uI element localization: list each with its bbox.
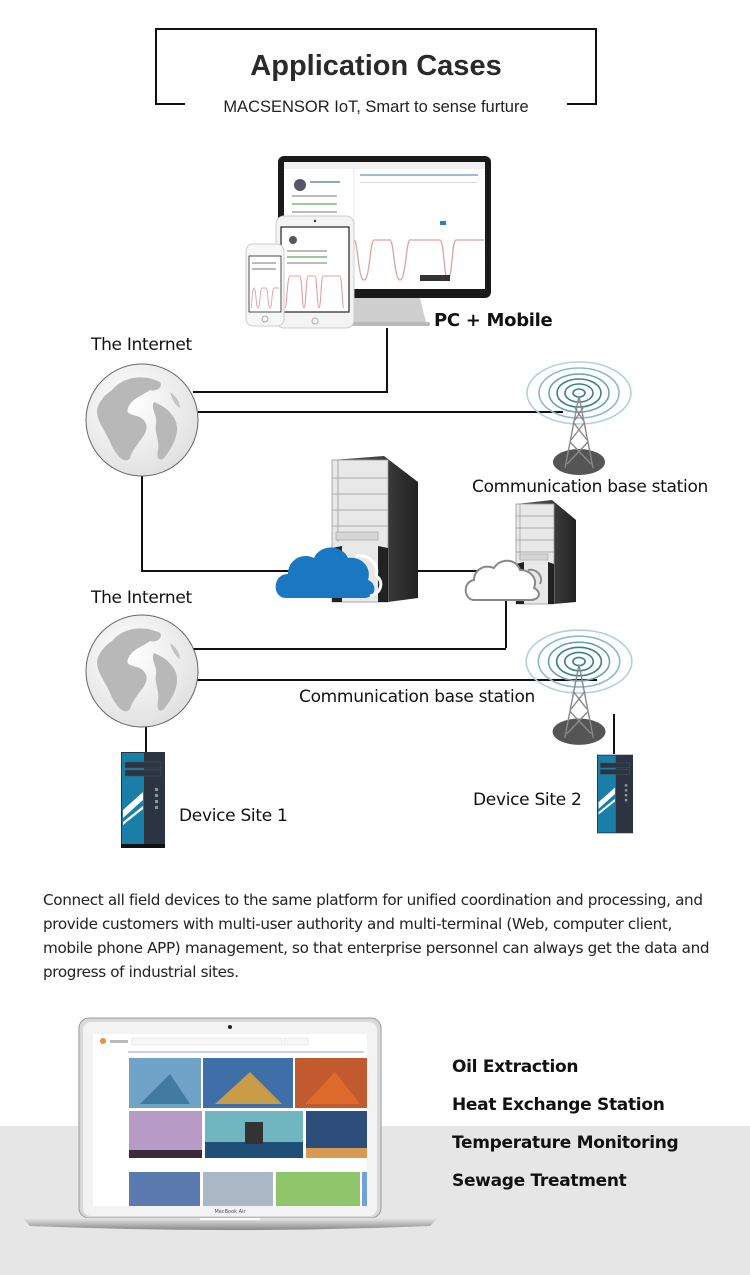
internet-top-label: The Internet <box>91 335 192 355</box>
application-list: Oil Extraction Heat Exchange Station Tem… <box>452 1055 679 1207</box>
pc-monitor-illustration <box>245 156 491 329</box>
application-item-temperature-monitoring: Temperature Monitoring <box>452 1133 679 1153</box>
cloud-server-illustration <box>275 456 418 603</box>
pc-mobile-label: PC + Mobile <box>434 310 553 331</box>
application-item-heat-exchange: Heat Exchange Station <box>452 1095 665 1115</box>
wire-tower2-to-device2 <box>613 714 615 754</box>
title-frame-corner-left <box>155 103 185 105</box>
cell-tower-icon <box>525 629 633 745</box>
device-site-2-label: Device Site 2 <box>473 790 582 810</box>
wire-pc-to-internet <box>193 391 388 393</box>
globe-icon <box>85 363 199 477</box>
wire-cloud2-to-internet2 <box>186 648 506 650</box>
page-subtitle: MACSENSOR IoT, Smart to sense furture <box>223 98 529 116</box>
wire-internet-down <box>141 476 143 571</box>
globe-icon <box>85 614 199 728</box>
application-item-oil-extraction: Oil Extraction <box>452 1057 579 1077</box>
device-site-2-icon <box>597 754 633 834</box>
device-site-1-icon <box>121 752 165 848</box>
internet-bottom-label: The Internet <box>91 588 192 608</box>
page-title: Application Cases <box>250 50 502 82</box>
wire-internet2-to-tower2 <box>187 679 597 681</box>
wire-internet-to-tower <box>198 411 563 413</box>
base-station-top-label: Communication base station <box>472 477 709 497</box>
application-item-sewage-treatment: Sewage Treatment <box>452 1171 627 1191</box>
wire-internet2-to-device1 <box>145 727 147 753</box>
cell-tower-icon <box>526 361 632 475</box>
wire-pc-vertical <box>386 328 388 391</box>
device-site-1-label: Device Site 1 <box>179 806 288 826</box>
cloud-server-gateway-illustration <box>464 500 576 605</box>
title-frame-corner-right <box>567 103 597 105</box>
title-frame <box>155 28 597 105</box>
laptop-illustration: MacBook Air <box>22 1017 438 1230</box>
laptop-brand-text: MacBook Air <box>214 1209 246 1215</box>
wire-cloud2-down <box>505 598 507 648</box>
base-station-bottom-label: Communication base station <box>299 687 536 707</box>
description-paragraph: Connect all field devices to the same pl… <box>43 891 710 981</box>
